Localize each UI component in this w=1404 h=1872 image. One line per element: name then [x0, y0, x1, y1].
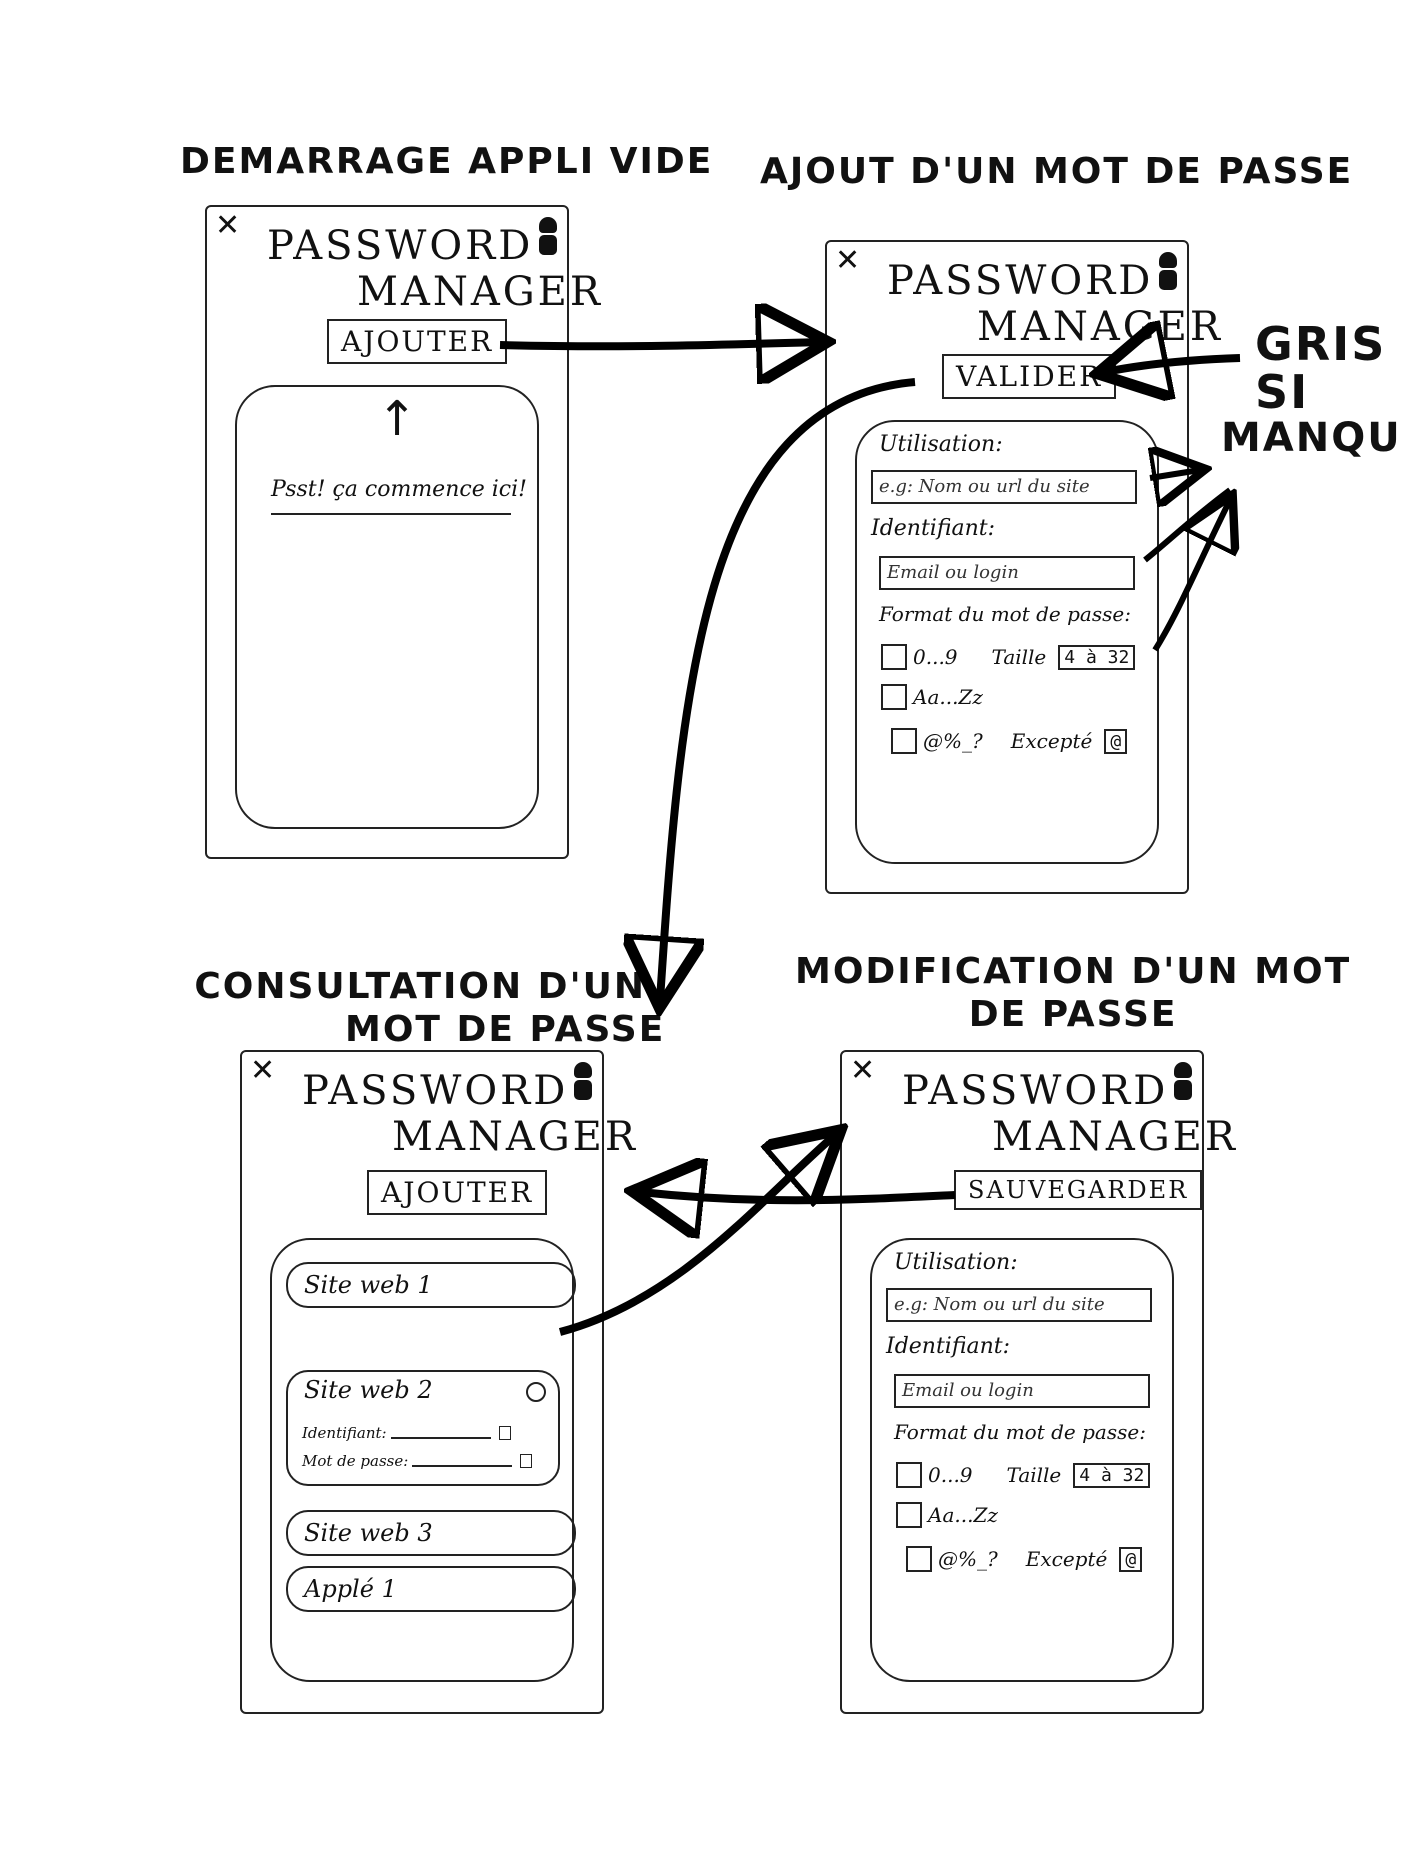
app-title-line1: PASSWORD: [267, 223, 534, 269]
save-button[interactable]: SAUVEGARDER: [954, 1170, 1203, 1210]
letters-option: Aa...Zz: [896, 1502, 998, 1528]
add-button[interactable]: AJOUTER: [367, 1170, 548, 1215]
arrow-validate-to-consult: [660, 378, 916, 1000]
digits-label: 0...9: [928, 1463, 973, 1487]
size-label: Taille: [991, 645, 1047, 669]
arrow-up-icon: ↑: [377, 391, 418, 447]
scene-title-consult: CONSULTATION D'UN MOT DE PASSE: [175, 965, 665, 1051]
scene-title-edit-line2: DE PASSE: [968, 994, 1178, 1036]
symbols-checkbox[interactable]: [891, 728, 917, 754]
size-label: Taille: [1006, 1463, 1062, 1487]
scene-title-empty: DEMARRAGE APPLI VIDE: [180, 141, 714, 182]
lock-icon[interactable]: [1159, 252, 1177, 290]
list-item[interactable]: Site web 3: [286, 1510, 576, 1556]
scene-title-consult-line2: MOT DE PASSE: [345, 1009, 666, 1051]
annotation-line1: GRIS: [1255, 317, 1387, 371]
arrow-item-to-edit: [558, 1135, 835, 1336]
login-label: Identifiant:: [871, 516, 996, 541]
phone-add-screen: ✕ PASSWORD MANAGER VALIDER Utilisation: …: [825, 240, 1220, 894]
scene-title-add: AJOUT D'UN MOT DE PASSE: [760, 151, 1354, 192]
usage-input[interactable]: e.g: Nom ou url du site: [886, 1288, 1152, 1322]
app-title-line2: MANAGER: [357, 269, 603, 315]
lock-icon[interactable]: [539, 217, 557, 255]
arrow-save-to-consult: [640, 1192, 956, 1200]
list-item-expanded[interactable]: Site web 2 Identifiant: Mot de passe:: [286, 1370, 560, 1486]
scene-title-edit-line1: MODIFICATION D'UN MOT: [795, 951, 1352, 992]
edit-toggle-icon[interactable]: [526, 1382, 546, 1402]
except-label: Excepté: [1025, 1547, 1108, 1571]
detail-password-row: Mot de passe:: [302, 1452, 533, 1470]
lock-icon[interactable]: [1174, 1062, 1192, 1100]
digits-checkbox[interactable]: [881, 644, 907, 670]
symbols-option: @%_? Excepté @: [906, 1546, 1143, 1572]
list-item-name: Site web 2: [304, 1376, 433, 1404]
list-item[interactable]: Applé 1: [286, 1566, 576, 1612]
list-item[interactable]: Site web 1: [286, 1262, 576, 1308]
close-icon[interactable]: ✕: [850, 1053, 876, 1088]
app-title-line2: MANAGER: [392, 1114, 638, 1160]
copy-icon[interactable]: [498, 1426, 511, 1440]
edit-form-panel: Utilisation: e.g: Nom ou url du site Ide…: [870, 1238, 1174, 1682]
detail-login-row: Identifiant:: [302, 1424, 511, 1442]
digits-option: 0...9 Taille 4 à 32: [896, 1462, 1151, 1488]
app-title-line1: PASSWORD: [302, 1068, 569, 1114]
scene-title-edit: MODIFICATION D'UN MOT DE PASSE: [795, 950, 1351, 1036]
empty-hint-text: Psst! ça commence ici!: [271, 477, 527, 502]
login-input[interactable]: Email ou login: [894, 1374, 1150, 1408]
detail-password-label: Mot de passe:: [302, 1452, 409, 1470]
symbols-label: @%_?: [923, 729, 983, 753]
symbols-option: @%_? Excepté @: [891, 728, 1128, 754]
close-icon[interactable]: ✕: [215, 208, 241, 243]
except-input[interactable]: @: [1119, 1546, 1143, 1572]
usage-label: Utilisation:: [894, 1250, 1018, 1275]
phone-empty-screen: ✕ PASSWORD MANAGER AJOUTER ↑ Psst! ça co…: [205, 205, 600, 859]
phone-consult-screen: ✕ PASSWORD MANAGER AJOUTER Site web 1 Si…: [240, 1050, 635, 1714]
close-icon[interactable]: ✕: [835, 243, 861, 278]
symbols-label: @%_?: [938, 1547, 998, 1571]
arrow-usage-to-annotation: [1150, 470, 1200, 478]
letters-option: Aa...Zz: [881, 684, 983, 710]
app-title-line1: PASSWORD: [887, 258, 1154, 304]
digits-checkbox[interactable]: [896, 1462, 922, 1488]
usage-input[interactable]: e.g: Nom ou url du site: [871, 470, 1137, 504]
app-title-line1: PASSWORD: [902, 1068, 1169, 1114]
detail-login-value: [390, 1427, 491, 1439]
copy-icon[interactable]: [520, 1454, 533, 1468]
phone-edit-screen: ✕ PASSWORD MANAGER SAUVEGARDER Utilisati…: [840, 1050, 1235, 1714]
add-form-panel: Utilisation: e.g: Nom ou url du site Ide…: [855, 420, 1159, 864]
size-input[interactable]: 4 à 32: [1058, 644, 1136, 670]
arrow-annotation-to-validate: [1105, 358, 1241, 372]
annotation-grey-if-missing: GRIS SI MANQUE: [1221, 317, 1404, 459]
digits-option: 0...9 Taille 4 à 32: [881, 644, 1136, 670]
usage-label: Utilisation:: [879, 432, 1003, 457]
app-title-line2: MANAGER: [992, 1114, 1238, 1160]
digits-label: 0...9: [913, 645, 958, 669]
format-label: Format du mot de passe:: [879, 602, 1131, 626]
annotation-line2: SI: [1255, 365, 1310, 420]
format-label: Format du mot de passe:: [894, 1420, 1146, 1444]
close-icon[interactable]: ✕: [250, 1053, 276, 1088]
except-input[interactable]: @: [1104, 728, 1128, 754]
login-label: Identifiant:: [886, 1334, 1011, 1359]
lock-icon[interactable]: [574, 1062, 592, 1100]
size-input[interactable]: 4 à 32: [1073, 1462, 1151, 1488]
detail-password-value: [412, 1455, 513, 1467]
password-list-panel: Site web 1 Site web 2 Identifiant: Mot d…: [270, 1238, 576, 1682]
password-list-panel: ↑ Psst! ça commence ici!: [235, 385, 539, 829]
detail-login-label: Identifiant:: [302, 1424, 387, 1442]
scene-title-consult-line1: CONSULTATION D'UN: [194, 966, 646, 1007]
letters-label: Aa...Zz: [913, 685, 983, 709]
add-button[interactable]: AJOUTER: [327, 319, 508, 364]
letters-label: Aa...Zz: [928, 1503, 998, 1527]
annotation-line3: MANQUE: [1221, 414, 1404, 461]
letters-checkbox[interactable]: [896, 1502, 922, 1528]
letters-checkbox[interactable]: [881, 684, 907, 710]
arrow-size-to-annotation: [1152, 500, 1230, 652]
login-input[interactable]: Email ou login: [879, 556, 1135, 590]
hint-underline: [271, 513, 511, 515]
arrow-add-to-form: [499, 342, 820, 346]
symbols-checkbox[interactable]: [906, 1546, 932, 1572]
except-label: Excepté: [1010, 729, 1093, 753]
